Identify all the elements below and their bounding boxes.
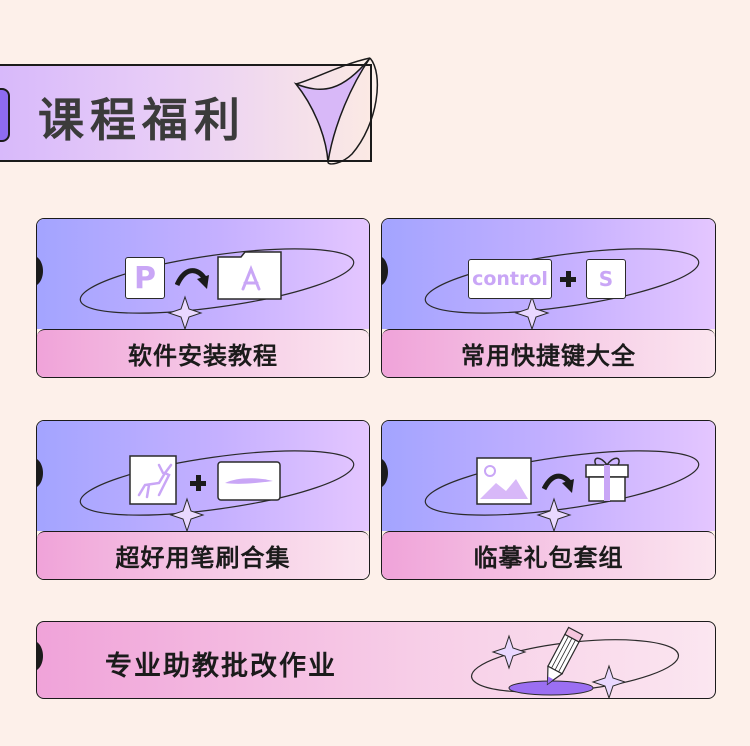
orbit-ring-icon <box>37 248 355 329</box>
page-title: 课程福利 <box>38 93 246 147</box>
card-label: 软件安装教程 <box>128 342 278 370</box>
curved-arrow-icon <box>175 268 209 289</box>
card-label: 临摹礼包套组 <box>473 544 624 572</box>
card-brushes[interactable]: 超好用笔刷合集 <box>36 420 370 580</box>
plus-icon <box>190 475 206 491</box>
plus-icon <box>560 271 576 287</box>
card-reference-pack[interactable]: 临摹礼包套组 <box>381 420 716 580</box>
brush-stroke-icon <box>217 461 281 501</box>
orbit-ring-icon <box>382 248 700 329</box>
card-illustration <box>382 421 715 531</box>
pencil-icon <box>546 626 584 686</box>
card-assignment-review[interactable]: 专业助教批改作业 <box>36 621 716 699</box>
gift-icon <box>585 457 629 502</box>
image-icon <box>476 457 532 505</box>
s-key: S <box>586 259 626 299</box>
photoshop-p-icon: P <box>125 257 165 299</box>
card-label: 超好用笔刷合集 <box>115 544 291 572</box>
control-key: control <box>468 259 552 299</box>
card-software-install[interactable]: P 软件安装教程 <box>36 218 370 378</box>
card-label: 常用快捷键大全 <box>461 342 636 370</box>
card-illustration <box>37 421 369 531</box>
orbit-ring-icon <box>37 450 355 531</box>
curved-arrow-icon <box>542 473 574 493</box>
card-label-bar: 临摹礼包套组 <box>382 531 715 579</box>
card-label-bar: 超好用笔刷合集 <box>37 531 369 579</box>
deer-icon <box>129 455 177 505</box>
card-shortcuts[interactable]: control S 常用快捷键大全 <box>381 218 716 378</box>
orbit-ring-icon <box>382 450 700 531</box>
section-header: 课程福利 <box>0 64 372 162</box>
wide-card-decoration <box>37 634 680 698</box>
app-store-folder-icon <box>217 251 282 300</box>
ribbon-curl-icon <box>293 57 379 165</box>
card-label-bar: 软件安装教程 <box>37 329 369 377</box>
header-tab <box>0 88 10 142</box>
card-illustration: control S <box>382 219 715 329</box>
card-illustration: P <box>37 219 369 329</box>
card-label-bar: 常用快捷键大全 <box>382 329 715 377</box>
card-label: 专业助教批改作业 <box>105 651 337 682</box>
